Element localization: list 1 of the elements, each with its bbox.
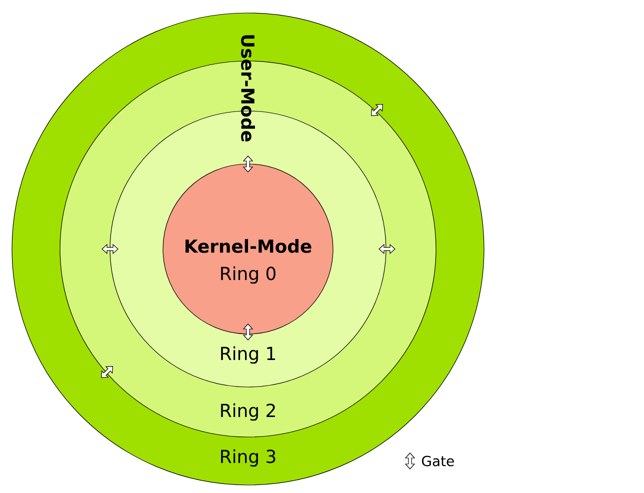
legend-text: Gate (422, 456, 454, 466)
